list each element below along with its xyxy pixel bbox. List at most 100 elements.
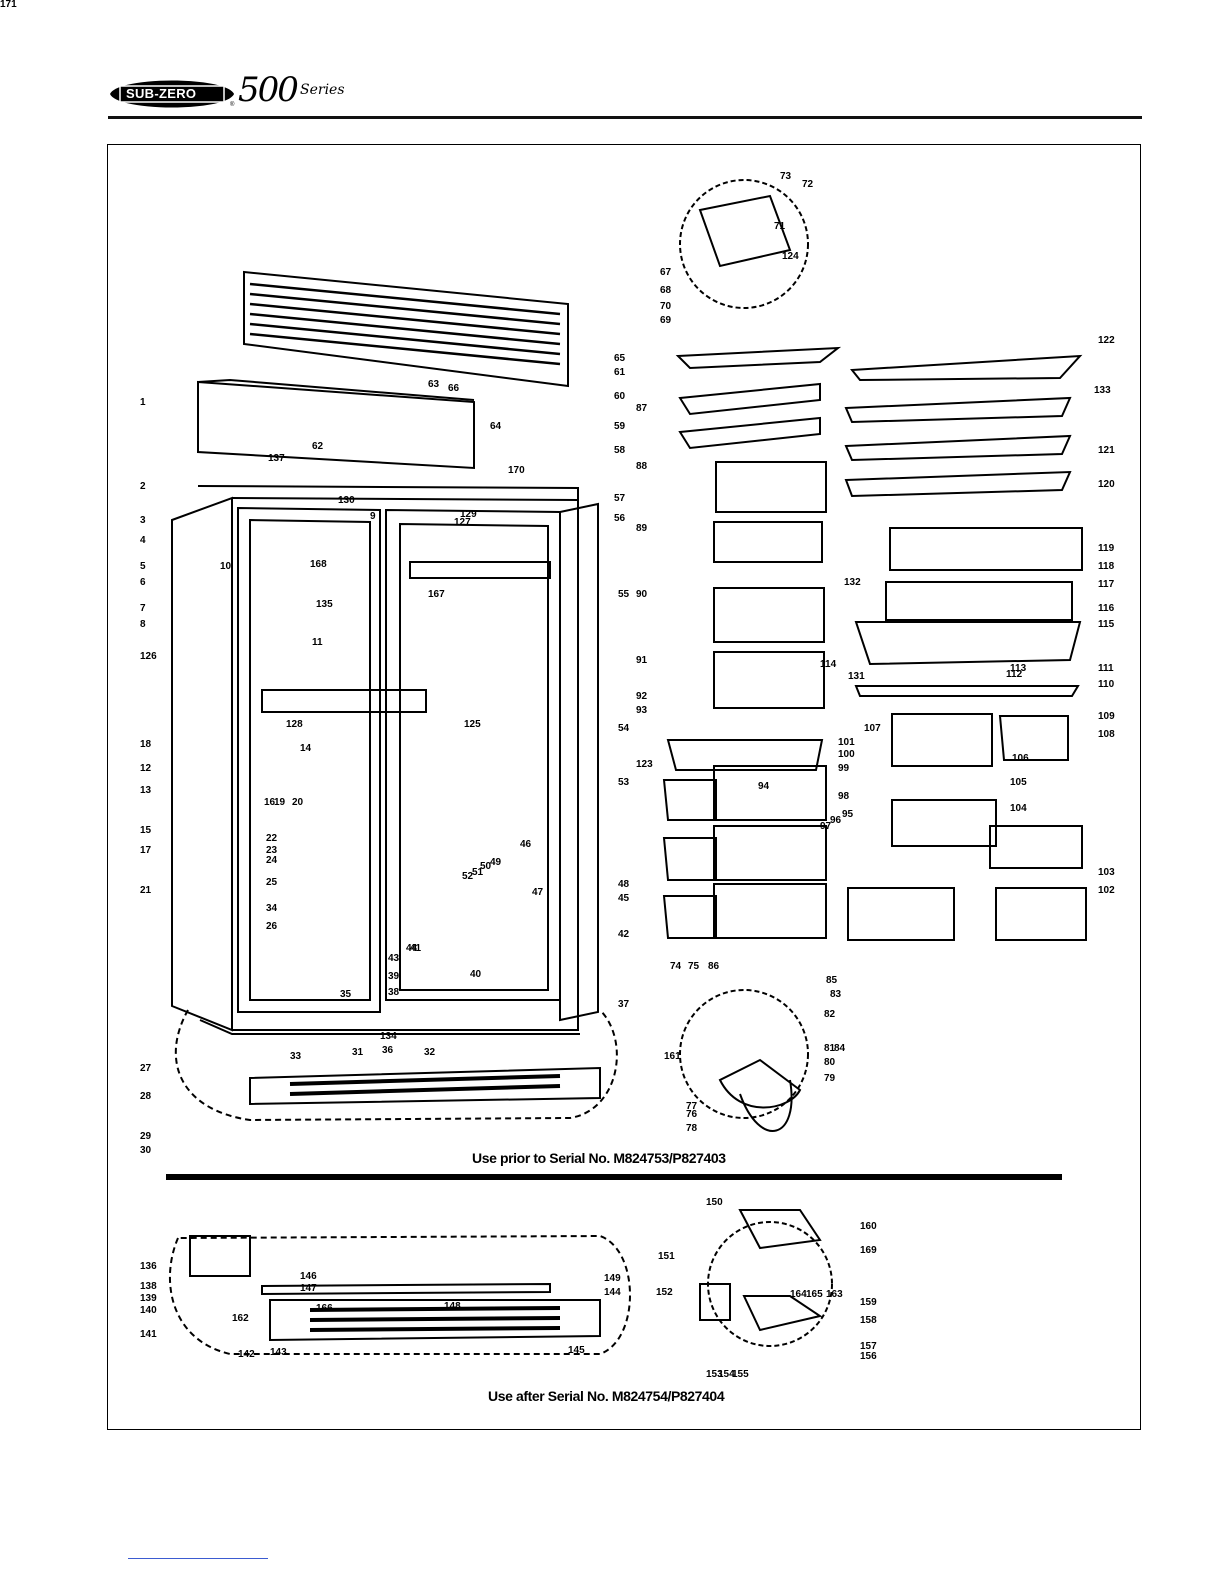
callout-70: 70 (660, 301, 672, 312)
callout-122: 122 (1098, 335, 1115, 346)
top-grille (243, 270, 569, 388)
callout-118: 118 (1098, 561, 1115, 572)
callout-45: 45 (618, 893, 630, 904)
callout-40: 40 (470, 969, 482, 980)
callout-95: 95 (842, 809, 854, 820)
callout-109: 109 (1098, 711, 1115, 722)
callout-46: 46 (520, 839, 532, 850)
callout-167: 167 (428, 589, 445, 600)
callout-168: 168 (310, 559, 327, 570)
callout-128: 128 (286, 719, 303, 730)
callout-49: 49 (490, 857, 502, 868)
callout-38: 38 (388, 987, 400, 998)
callout-117: 117 (1098, 579, 1115, 590)
diagram-frame (107, 144, 1141, 1430)
callout-164: 164 (790, 1289, 807, 1300)
callout-135: 135 (316, 599, 333, 610)
callout-140: 140 (140, 1305, 157, 1316)
callout-103: 103 (1098, 867, 1115, 878)
callout-23: 23 (266, 845, 278, 856)
callout-159: 159 (860, 1297, 877, 1308)
callout-127: 127 (454, 517, 471, 528)
callout-92: 92 (636, 691, 648, 702)
callout-62: 62 (312, 441, 324, 452)
callout-121: 121 (1098, 445, 1115, 456)
callout-6: 6 (140, 577, 146, 588)
callout-87: 87 (636, 403, 648, 414)
callout-106: 106 (1012, 753, 1029, 764)
callout-5: 5 (140, 561, 146, 572)
callout-39: 39 (388, 971, 400, 982)
callout-111: 111 (1098, 663, 1114, 674)
callout-8: 8 (140, 619, 146, 630)
callout-26: 26 (266, 921, 278, 932)
left-side-panel (171, 496, 233, 1032)
callout-136: 136 (140, 1261, 157, 1272)
callout-28: 28 (140, 1091, 152, 1102)
callout-17: 17 (140, 845, 152, 856)
caption-prior: Use prior to Serial No. M824753/P827403 (472, 1150, 726, 1166)
callout-52: 52 (462, 871, 474, 882)
callout-114: 114 (820, 659, 837, 670)
callout-90: 90 (636, 589, 648, 600)
page-header: SUB-ZERO ® 500 Series (108, 68, 1142, 124)
callout-13: 13 (140, 785, 152, 796)
callout-166: 166 (316, 1303, 333, 1314)
callout-149: 149 (604, 1273, 621, 1284)
callout-43: 43 (388, 953, 400, 964)
callout-74: 74 (670, 961, 682, 972)
callout-123: 123 (636, 759, 653, 770)
callout-81: 81 (824, 1043, 836, 1054)
callout-71: 71 (774, 221, 786, 232)
callout-19: 19 (274, 797, 286, 808)
callout-145: 145 (568, 1345, 585, 1356)
callout-54: 54 (618, 723, 630, 734)
callout-42: 42 (618, 929, 630, 940)
callout-142: 142 (238, 1349, 255, 1360)
sub-zero-logo (110, 80, 234, 108)
callout-161: 161 (664, 1051, 681, 1062)
callout-32: 32 (424, 1047, 436, 1058)
callout-79: 79 (824, 1073, 836, 1084)
callout-83: 83 (830, 989, 842, 1000)
callout-29: 29 (140, 1131, 152, 1142)
callout-157: 157 (860, 1341, 877, 1352)
callout-14: 14 (300, 743, 312, 754)
callout-22: 22 (266, 833, 278, 844)
callout-15: 15 (140, 825, 152, 836)
callout-11: 11 (312, 637, 323, 648)
callout-80: 80 (824, 1057, 836, 1068)
callout-102: 102 (1098, 885, 1115, 896)
series-number: 500 (238, 70, 299, 110)
callout-148: 148 (444, 1301, 461, 1312)
callout-130: 130 (338, 495, 355, 506)
callout-101: 101 (838, 737, 855, 748)
caption-after: Use after Serial No. M824754/P827404 (488, 1388, 725, 1404)
callout-105: 105 (1010, 777, 1027, 788)
callout-126: 126 (140, 651, 157, 662)
callout-89: 89 (636, 523, 648, 534)
callout-34: 34 (266, 903, 278, 914)
callout-116: 116 (1098, 603, 1115, 614)
callout-4: 4 (140, 535, 146, 546)
callout-20: 20 (292, 797, 304, 808)
callout-50: 50 (480, 861, 492, 872)
callout-170: 170 (508, 465, 525, 476)
callout-10: 10 (220, 561, 232, 572)
callout-21: 21 (140, 885, 152, 896)
callout-44: 44 (406, 943, 418, 954)
callout-155: 155 (732, 1369, 749, 1380)
callout-27: 27 (140, 1063, 152, 1074)
callout-171: 171 (0, 0, 17, 10)
callout-31: 31 (352, 1047, 364, 1058)
callout-115: 115 (1098, 619, 1115, 630)
callout-18: 18 (140, 739, 152, 750)
callout-144: 144 (604, 1287, 621, 1298)
callout-160: 160 (860, 1221, 877, 1232)
callout-66: 66 (448, 383, 460, 394)
callout-120: 120 (1098, 479, 1115, 490)
callout-113: 113 (1010, 663, 1027, 674)
callout-67: 67 (660, 267, 672, 278)
callout-119: 119 (1098, 543, 1115, 554)
callout-108: 108 (1098, 729, 1115, 740)
